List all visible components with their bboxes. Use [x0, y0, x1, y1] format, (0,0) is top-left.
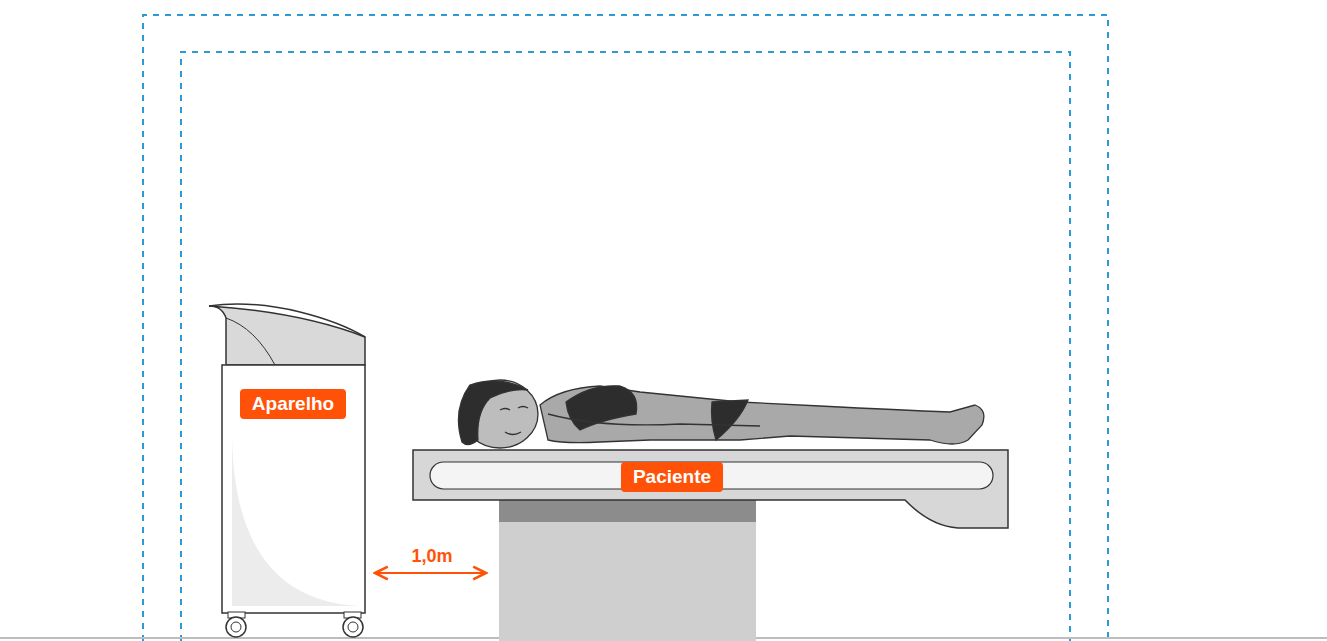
patient-figure	[458, 380, 983, 448]
dimension-text: 1,0m	[411, 547, 452, 567]
outer-zone	[143, 15, 1108, 641]
device-cart	[209, 304, 365, 637]
dimension-arrow	[375, 572, 486, 574]
node-text: Paciente	[633, 466, 711, 489]
device-label: Aparelho	[240, 389, 346, 420]
inner-zone	[181, 52, 1070, 641]
patient-label: Paciente	[621, 462, 723, 493]
node-text: Aparelho	[252, 393, 334, 416]
exam-table	[413, 450, 1008, 641]
